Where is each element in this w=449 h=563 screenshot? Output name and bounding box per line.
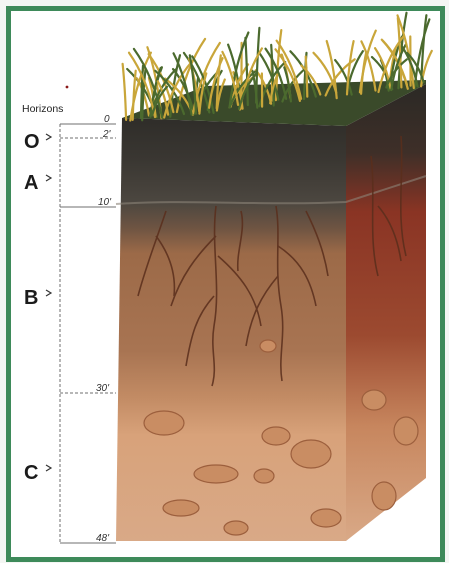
horizon-b-label: B [24, 287, 38, 309]
dot-mark [66, 86, 69, 89]
grass-blade [123, 64, 127, 120]
depth-label-10: 10' [98, 197, 112, 208]
depth-scale [60, 124, 116, 544]
depth-label-0: 0 [104, 114, 110, 125]
soil-side-face [346, 84, 426, 541]
horizon-c-label: C [24, 462, 38, 484]
depth-label-48: 48' [96, 533, 110, 544]
horizons-header: Horizons [22, 103, 63, 115]
depth-label-30: 30' [96, 383, 110, 394]
horizon-o-label: O [24, 131, 40, 153]
depth-label-2: 2' [102, 129, 112, 140]
horizon-a-label: A [24, 172, 38, 194]
horizon-arrows [46, 134, 51, 471]
soil-profile-diagram: Horizons O A B C 0 2' 10' 30' 48' [6, 6, 435, 552]
